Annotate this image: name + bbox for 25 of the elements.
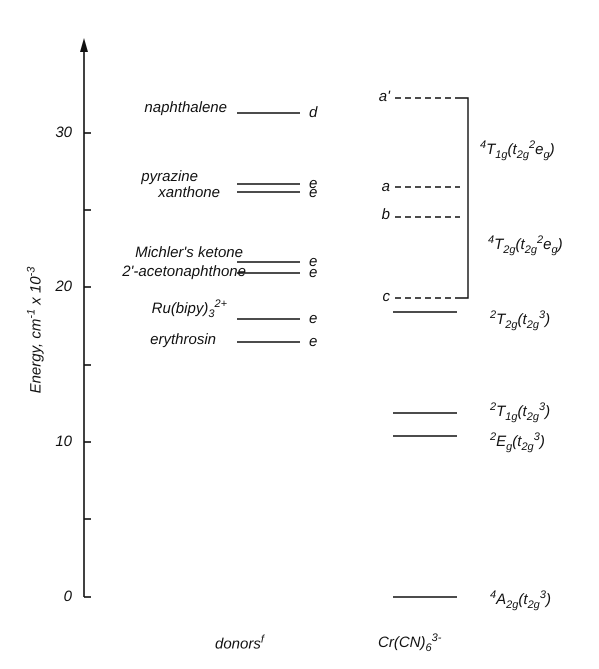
state-label: $^{4}$T$_{1g}$(t$_{2g}$$^{2}$e$_{g}$) — [480, 138, 555, 163]
molecule-label: erythrosin — [150, 331, 216, 349]
state-label: $^{2}$E$_{g}$(t$_{2g}$$^{3}$) — [490, 430, 545, 455]
column-label: donors$^{f}$ — [215, 632, 264, 654]
state-label: $^{4}$T$_{2g}$(t$_{2g}$$^{2}$e$_{g}$) — [488, 233, 563, 258]
state-label: $^{2}$T$_{1g}$(t$_{2g}$$^{3}$) — [490, 400, 550, 425]
level-letter: e — [309, 253, 318, 270]
tick-label: 10 — [55, 433, 72, 451]
molecule-label: pyrazine — [141, 168, 198, 186]
molecule-label: Michler's ketone — [135, 244, 243, 262]
level-letter: e — [309, 310, 318, 328]
molecule-label: 2'-acetonaphthone — [122, 263, 246, 281]
level-letter: a — [382, 178, 390, 196]
level-letter: d — [309, 104, 318, 122]
tick-label: 20 — [55, 278, 72, 296]
level-letter: c — [382, 288, 390, 306]
level-letter: b — [382, 206, 390, 224]
state-label: $^{2}$T$_{2g}$(t$_{2g}$$^{3}$) — [490, 308, 550, 333]
molecule-label: naphthalene — [144, 99, 227, 117]
tick-label: 0 — [64, 588, 72, 606]
level-letter: a' — [378, 88, 390, 106]
tick-label: 30 — [55, 124, 72, 142]
molecule-label: xanthone — [158, 184, 220, 202]
level-letter: e — [309, 333, 318, 351]
state-label: $^{4}$A$_{2g}$(t$_{2g}$$^{3}$) — [490, 588, 551, 613]
